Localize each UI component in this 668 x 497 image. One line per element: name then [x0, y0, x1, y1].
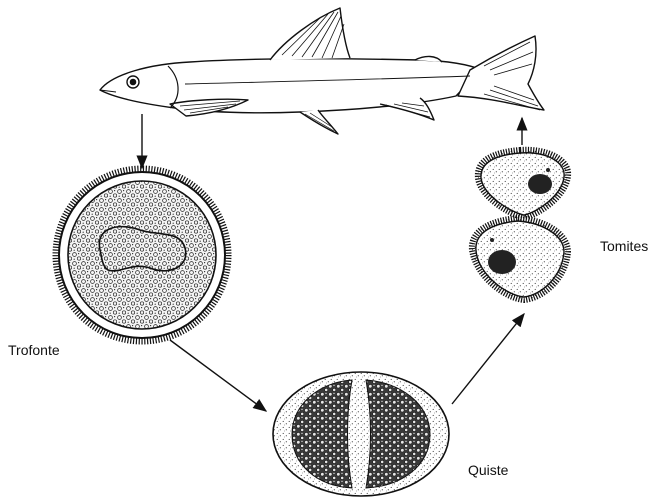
quiste-cyst [273, 372, 449, 496]
arrow-trofonte-to-quiste [170, 340, 266, 411]
tomite-lower [472, 218, 568, 300]
fish-host [100, 8, 544, 134]
fish-dorsal-fin [270, 8, 350, 60]
label-quiste: Quiste [468, 462, 509, 478]
label-tomites: Tomites [600, 238, 648, 254]
trofonte-cell [56, 169, 228, 341]
arrow-quiste-to-tomites [452, 314, 524, 404]
tomite-upper-nucleus [528, 174, 552, 194]
tomite-upper [478, 150, 568, 218]
label-trofonte: Trofonte [8, 342, 60, 358]
tomite-lower-nucleus [488, 250, 516, 274]
